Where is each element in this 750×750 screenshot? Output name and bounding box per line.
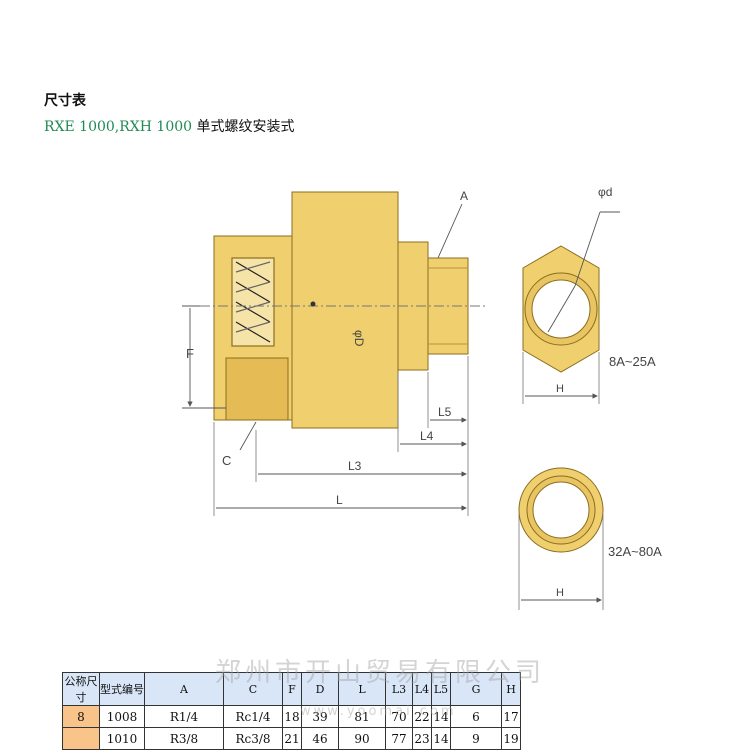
table-cell: 70 [385, 705, 413, 728]
product-subtitle: RXE 1000,RXH 1000 单式螺纹安装式 [44, 116, 295, 136]
col-header: A [144, 672, 224, 706]
table-cell: 18 [282, 705, 302, 728]
table-cell: Rc1/4 [223, 705, 283, 728]
table-cell: Rc3/8 [223, 727, 283, 750]
leader-C [239, 421, 257, 451]
table-row: 1010 R3/8 Rc3/8 21 46 90 77 23 14 9 19 [62, 727, 521, 750]
joint-side-view [213, 191, 469, 429]
dim-label-L4: L4 [420, 429, 434, 443]
table-cell: 23 [412, 727, 432, 750]
table-cell: 17 [501, 705, 521, 728]
table-cell: 19 [501, 727, 521, 750]
dim-label-H-bottom: H [556, 587, 564, 599]
col-header: D [301, 672, 339, 706]
end-view-small [522, 211, 620, 404]
mount-type: 单式螺纹安装式 [196, 119, 295, 135]
dim-label-A: A [460, 189, 468, 203]
col-header: L5 [431, 672, 451, 706]
end-view-large [518, 467, 604, 610]
range-label-small: 8A~25A [609, 354, 656, 369]
table-cell: 21 [282, 727, 302, 750]
table-cell: 77 [385, 727, 413, 750]
dim-label-H-top: H [556, 383, 564, 395]
leader-A [437, 203, 463, 259]
col-header: G [450, 672, 502, 706]
table-cell: 9 [450, 727, 502, 750]
spec-table: 公称尺寸 型式编号 A C F D L L3 L4 L5 G H 8 1008 … [62, 672, 521, 750]
model-names: RXE 1000,RXH 1000 [44, 119, 193, 135]
table-cell: 14 [431, 705, 451, 728]
dim-label-L: L [336, 493, 343, 507]
col-header: C [223, 672, 283, 706]
dim-F [182, 305, 226, 409]
dim-label-F: F [186, 346, 194, 361]
table-row: 8 1008 R1/4 Rc1/4 18 39 81 70 22 14 6 17 [62, 705, 521, 728]
table-cell: 1008 [99, 705, 145, 728]
dim-label-L3: L3 [348, 459, 362, 473]
dim-label-L5: L5 [438, 405, 452, 419]
table-cell: 46 [301, 727, 339, 750]
port-c [225, 357, 289, 421]
center-mark [310, 301, 316, 307]
table-cell: R1/4 [144, 705, 224, 728]
watermark: 郑州市开山贸易有限公司 [215, 658, 546, 688]
dim-label-D: φD [352, 330, 366, 347]
watermark-url: www.yoomai.com [300, 704, 457, 719]
dim-label-C: C [222, 453, 231, 468]
col-header: H [501, 672, 521, 706]
range-label-large: 32A~80A [608, 544, 662, 559]
table-cell: 6 [450, 705, 502, 728]
col-header: 公称尺寸 [62, 672, 100, 706]
table-cell: 90 [338, 727, 386, 750]
spring-detail [231, 257, 275, 347]
center-body [291, 191, 399, 429]
table-cell: 14 [431, 727, 451, 750]
table-cell [62, 727, 100, 750]
dim-label-phi-d: φd [598, 185, 612, 199]
extension-lines [213, 356, 469, 516]
col-header: 型式编号 [99, 672, 145, 706]
col-header: L3 [385, 672, 413, 706]
table-header-row: 公称尺寸 型式编号 A C F D L L3 L4 L5 G H [62, 672, 521, 706]
table-cell: R3/8 [144, 727, 224, 750]
page-heading: 尺寸表 [44, 93, 86, 109]
table-cell: 1010 [99, 727, 145, 750]
table-cell: 8 [62, 705, 100, 728]
